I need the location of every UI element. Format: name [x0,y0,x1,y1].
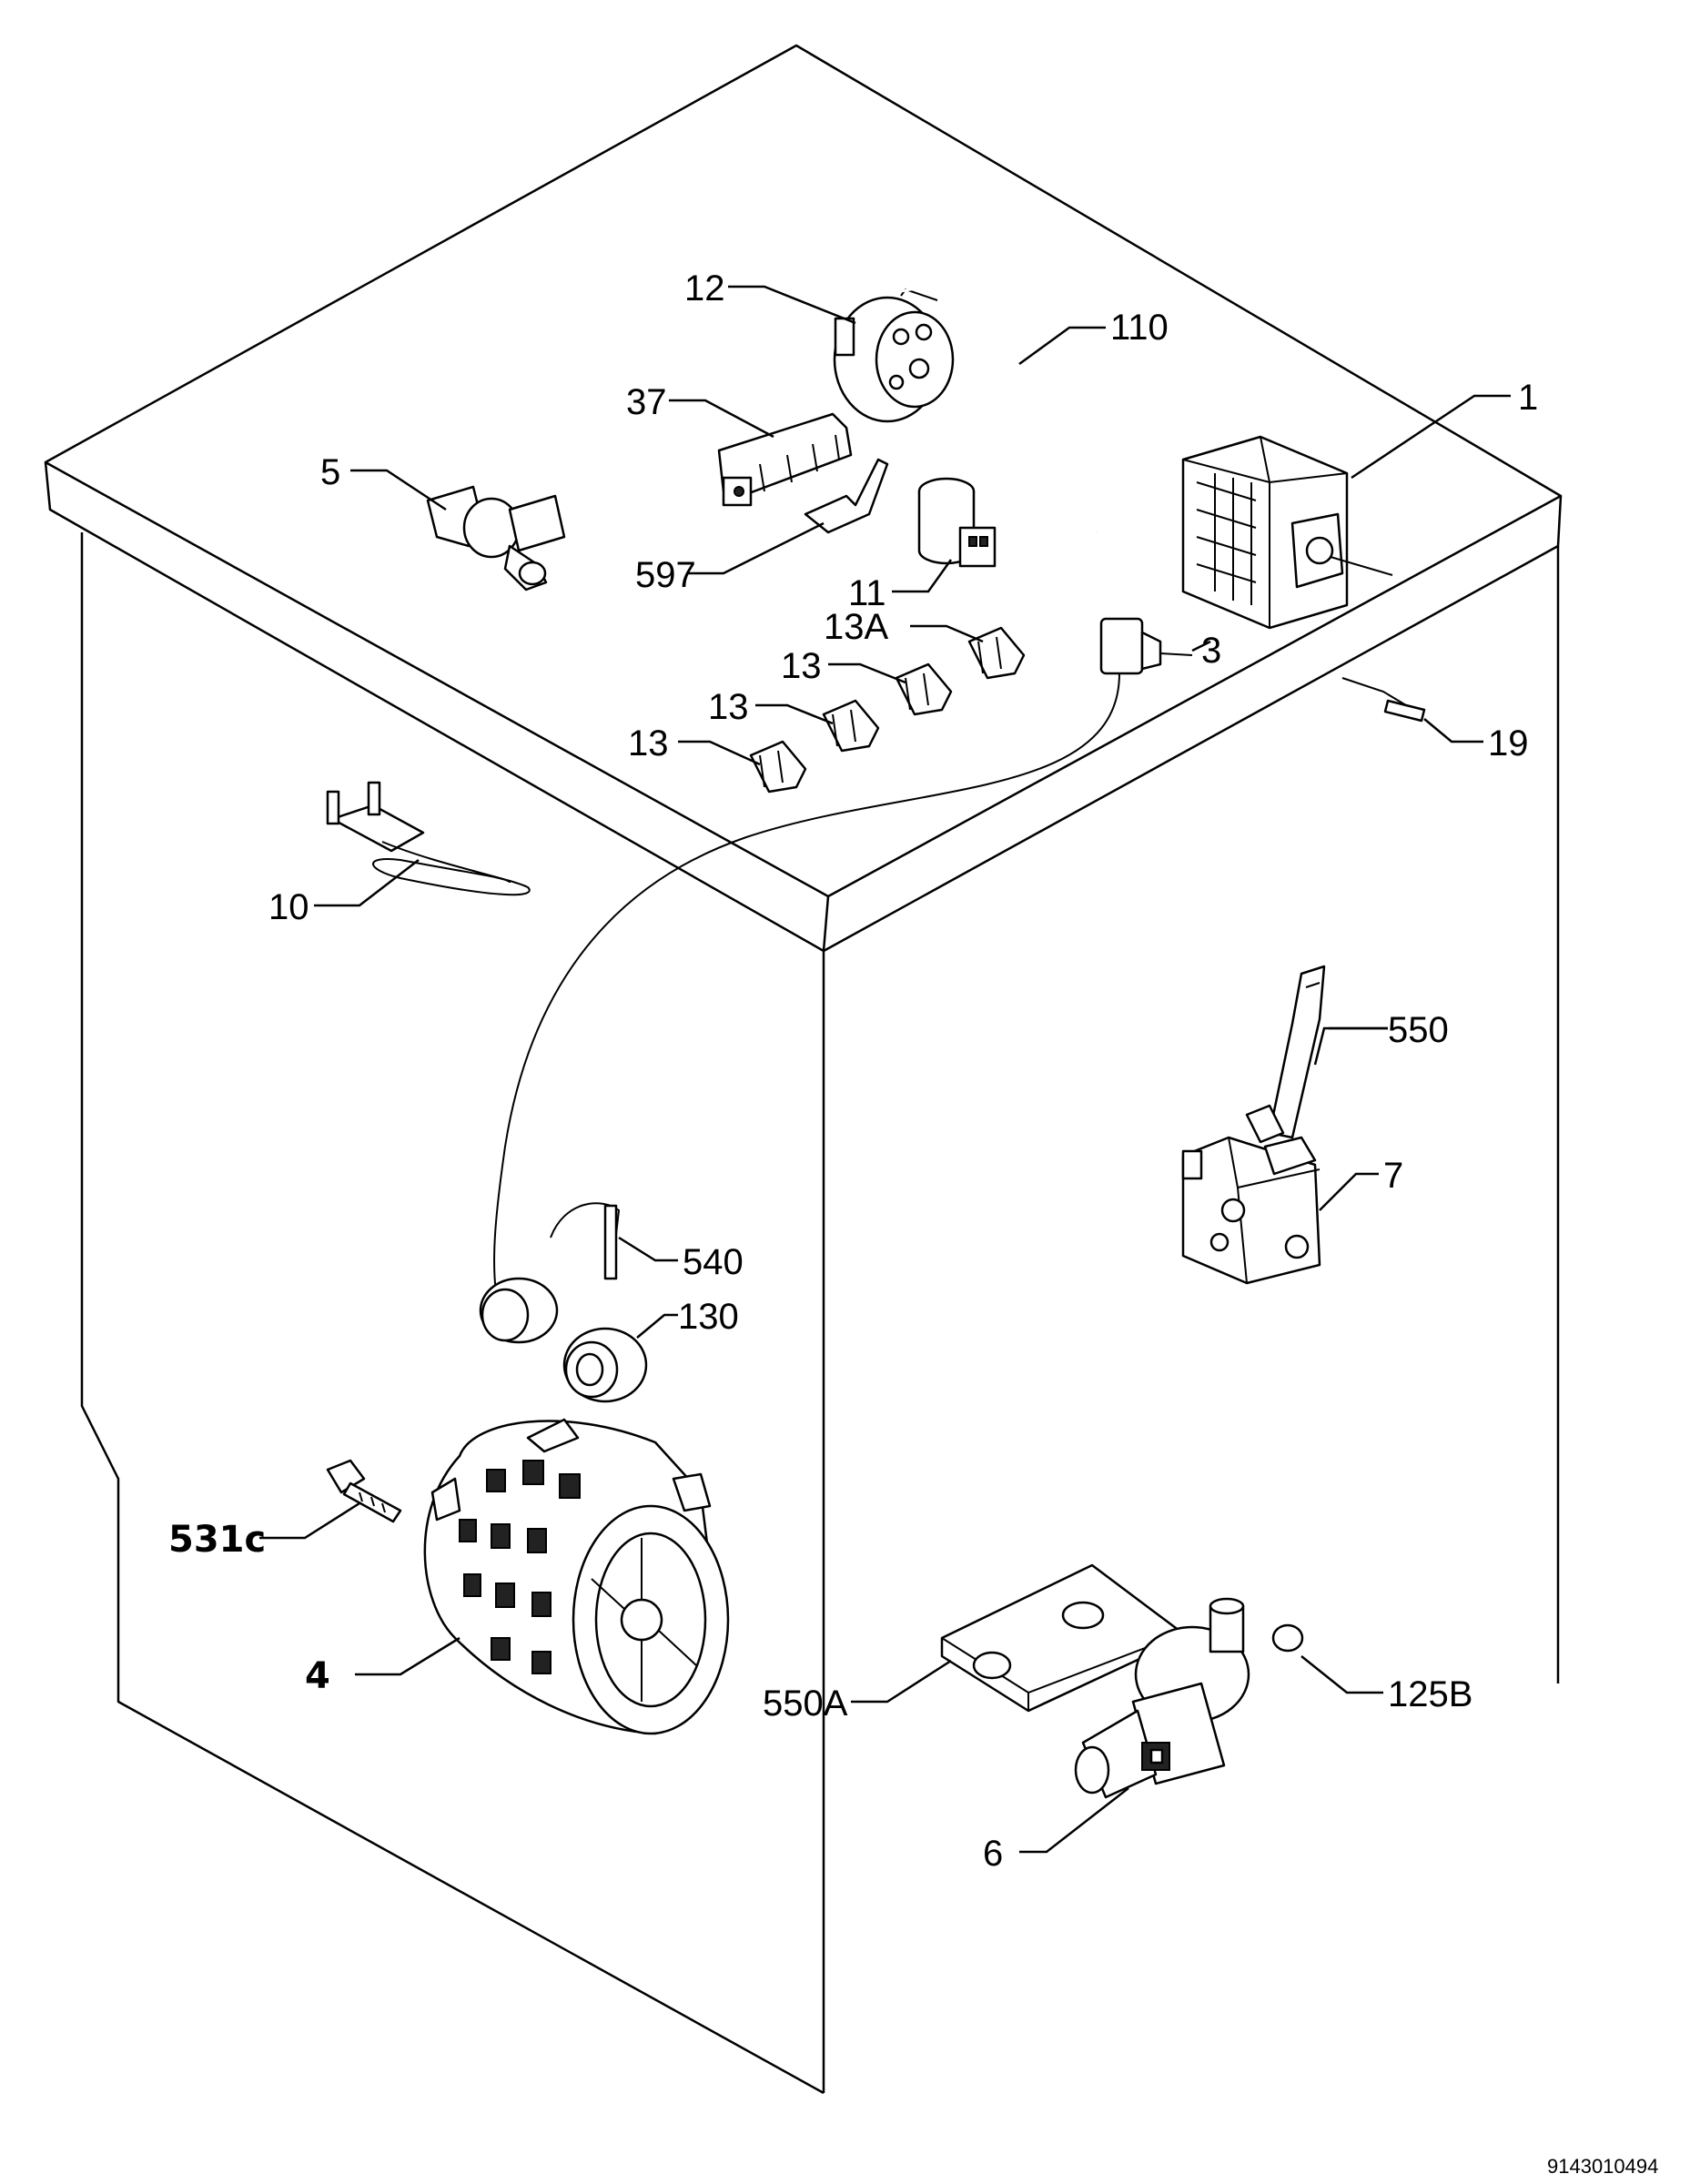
drain-pump-part-6 [1074,1597,1250,1799]
callout-7: 7 [1383,1156,1403,1196]
connector-part-13-c [749,740,807,794]
callout-12: 12 [684,268,725,308]
cabinet-outline [44,44,1563,2095]
terminal-block-part-37 [717,412,853,507]
callout-labels: 12 110 37 1 5 597 11 13A 13 13 13 3 19 1… [168,268,1538,1874]
door-lock-cable-part-550 [1268,965,1326,1139]
screw-part-531c [326,1459,402,1523]
door-lock-part-7 [1181,1104,1321,1285]
clamp-part-540 [550,1202,621,1280]
pressure-switch-part-12 [833,288,955,423]
motor-vent-slots [459,1460,581,1674]
inlet-valve-part-5 [426,485,566,592]
callout-11: 11 [848,573,886,613]
callout-125b: 125B [1388,1674,1472,1714]
connector-part-13-b [822,699,880,753]
door-switch-part-3 [493,617,1193,1293]
callout-6: 6 [983,1834,1003,1874]
connector-part-13-a [895,662,953,716]
grommet-part-130 [562,1327,648,1403]
clip-part-597 [804,458,889,534]
capacitor-part-11 [917,477,997,568]
callout-130: 130 [678,1297,739,1337]
callout-13a: 13A [824,607,888,647]
callout-1: 1 [1518,378,1538,418]
connector-part-13a [967,626,1026,680]
sensor-part-19 [1341,677,1426,723]
callout-110: 110 [1110,308,1169,348]
heater-part-10 [326,781,531,896]
callout-531c: 531c [168,1519,266,1561]
callout-10: 10 [268,887,309,927]
callout-540: 540 [683,1242,744,1282]
callout-13-a: 13 [781,646,822,686]
timer-part-1 [1181,435,1393,630]
callout-13-b: 13 [708,687,749,727]
document-number: 9143010494 [1547,2155,1658,2178]
callout-5: 5 [320,452,340,492]
callout-37: 37 [626,382,667,422]
callout-597: 597 [635,555,696,595]
leader-lines [259,285,1511,1854]
callout-3: 3 [1201,631,1221,671]
callout-550a: 550A [763,1684,848,1724]
o-ring-part-125b [1271,1623,1304,1653]
callout-19: 19 [1488,723,1529,763]
callout-550: 550 [1388,1010,1449,1050]
cable-grommet [479,1277,559,1344]
callout-4: 4 [305,1655,330,1697]
callout-13-c: 13 [628,723,669,763]
motor-part-4 [423,1418,730,1735]
